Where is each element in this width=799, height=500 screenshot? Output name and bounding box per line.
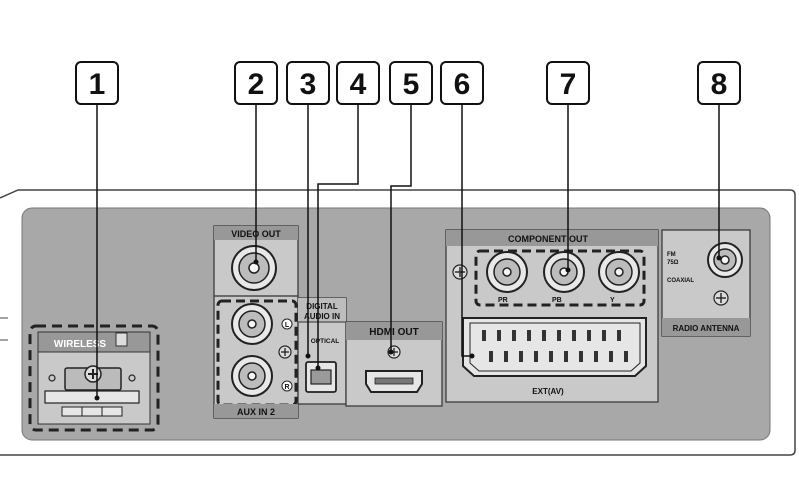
- scart-pin: [489, 351, 493, 362]
- scart-pin: [542, 330, 546, 341]
- scart-pin: [497, 330, 501, 341]
- aux-r-label: R: [284, 384, 289, 391]
- component-out-label: COMPONENT OUT: [508, 234, 589, 244]
- svg-text:6: 6: [454, 68, 471, 101]
- aux-in-2-label: AUX IN 2: [237, 407, 275, 417]
- ext-av-scart-port[interactable]: [462, 317, 647, 377]
- hdmi-port[interactable]: [365, 370, 423, 393]
- scart-pin: [587, 330, 591, 341]
- video-aux-section: VIDEO OUT L R AUX IN 2: [213, 225, 299, 419]
- leader-lines: [96, 104, 720, 398]
- callout-7: 7: [546, 61, 590, 105]
- scart-pin: [512, 330, 516, 341]
- svg-text:8: 8: [711, 68, 728, 101]
- svg-text:5: 5: [403, 68, 420, 101]
- fm-antenna-jack[interactable]: [707, 242, 743, 278]
- optical-port[interactable]: [305, 361, 337, 393]
- scart-pin: [519, 351, 523, 362]
- svg-text:1: 1: [89, 68, 106, 101]
- callout-1: 1: [75, 61, 119, 105]
- hdmi-out-label: HDMI OUT: [369, 327, 418, 338]
- scart-pin: [534, 351, 538, 362]
- ohm-label: 75Ω: [667, 260, 679, 266]
- radio-antenna-label: RADIO ANTENNA: [673, 324, 740, 333]
- svg-text:4: 4: [350, 68, 367, 101]
- pb-label: PB: [552, 297, 562, 304]
- fm-label: FM: [667, 252, 676, 258]
- scart-pin: [594, 351, 598, 362]
- aux-in-r-jack[interactable]: [231, 355, 273, 397]
- svg-text:7: 7: [560, 68, 577, 101]
- component-section: COMPONENT OUT PR PB Y EXT(AV): [445, 229, 659, 403]
- wireless-slot[interactable]: [44, 390, 140, 404]
- hdmi-section: HDMI OUT: [345, 321, 443, 407]
- scart-pin: [572, 330, 576, 341]
- scart-pins: [482, 330, 628, 362]
- digital-label: DIGITAL: [306, 302, 338, 311]
- scart-pin: [527, 330, 531, 341]
- pr-label: PR: [498, 297, 508, 304]
- ext-av-label: EXT(AV): [532, 387, 564, 396]
- scart-pin: [557, 330, 561, 341]
- optical-label: OPTICAL: [311, 338, 340, 345]
- scart-pin: [549, 351, 553, 362]
- scart-pin: [609, 351, 613, 362]
- coaxial-label: COAXIAL: [667, 278, 694, 284]
- callout-4: 4: [336, 61, 380, 105]
- digital-audio-section: DIGITAL AUDIO IN OPTICAL: [278, 297, 347, 405]
- svg-text:2: 2: [248, 68, 265, 101]
- component-pr-jack[interactable]: [486, 251, 528, 293]
- scart-pin: [624, 351, 628, 362]
- callout-6: 6: [440, 61, 484, 105]
- aux-l-label: L: [285, 322, 290, 329]
- svg-text:3: 3: [300, 68, 317, 101]
- radio-antenna-section: FM 75Ω COAXIAL RADIO ANTENNA: [661, 229, 751, 337]
- callout-2: 2: [234, 61, 278, 105]
- scart-pin: [617, 330, 621, 341]
- scart-pin: [564, 351, 568, 362]
- scart-pin: [504, 351, 508, 362]
- component-pb-jack[interactable]: [543, 251, 585, 293]
- aux-in-l-jack[interactable]: [231, 303, 273, 345]
- scart-pin: [482, 330, 486, 341]
- component-y-jack[interactable]: [598, 251, 640, 293]
- callout-5: 5: [389, 61, 433, 105]
- callout-3: 3: [286, 61, 330, 105]
- wireless-label: WIRELESS: [54, 339, 107, 350]
- leader-dots: [94, 255, 722, 401]
- video-out-jack[interactable]: [231, 245, 277, 291]
- scart-pin: [579, 351, 583, 362]
- audio-in-label: AUDIO IN: [304, 312, 340, 321]
- wireless-section: WIRELESS: [28, 324, 160, 432]
- scart-pin: [602, 330, 606, 341]
- callout-8: 8: [697, 61, 741, 105]
- y-label: Y: [610, 297, 615, 304]
